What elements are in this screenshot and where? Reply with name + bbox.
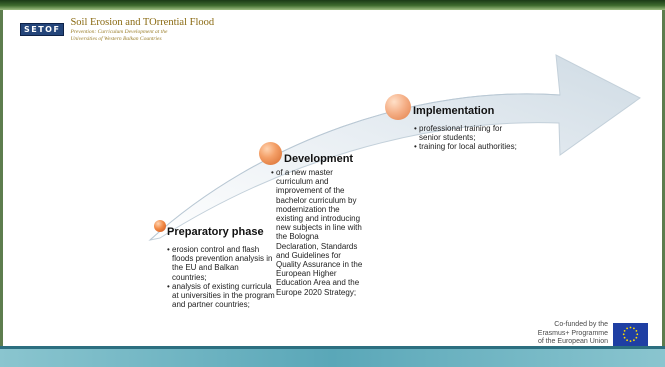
stage-1-bullets: • erosion control and flash floods preve… — [167, 245, 275, 309]
bullet-text: of a new master curriculum and improveme… — [276, 168, 363, 297]
arrow-shape — [148, 54, 641, 241]
bullet-text: erosion control and flash floods prevent… — [172, 245, 273, 282]
bullet-text: analysis of existing curricula at univer… — [172, 281, 275, 310]
bullet-dot-icon: • — [167, 245, 170, 254]
logo-box: SETOF — [20, 23, 65, 36]
stage-1-title: Preparatory phase — [167, 226, 264, 238]
logo-subtitle-2: Universities of Western Balkan Countries — [70, 35, 162, 42]
stage-3-bullets: • professional training for senior stude… — [414, 124, 518, 152]
bullet-dot-icon: • — [414, 124, 417, 133]
stage-2-orb — [259, 142, 282, 165]
setof-logo: SETOF Soil Erosion and TOrrential Flood … — [20, 17, 215, 43]
bullet-dot-icon: • — [167, 281, 170, 291]
stage-3-title: Implementation — [413, 105, 495, 117]
erasmus-line-2: Erasmus+ Programme — [537, 329, 608, 337]
logo-title: Soil Erosion and TOrrential Flood — [70, 17, 215, 28]
bullet-text: professional training for senior student… — [419, 124, 503, 143]
stage-1-bullet-1: • erosion control and flash floods preve… — [167, 245, 275, 282]
frame-right-border — [662, 10, 665, 349]
logo-text: Soil Erosion and TOrrential Flood Preven… — [70, 17, 215, 43]
stage-2-title: Development — [284, 153, 354, 165]
logo-subtitle-1: Prevention: Curriculum Development at th… — [70, 28, 168, 35]
frame-left-border — [0, 10, 3, 349]
bullet-dot-icon: • — [271, 168, 274, 177]
header-band — [0, 0, 665, 10]
stage-1-bullet-2: • analysis of existing curricula at univ… — [167, 282, 275, 310]
eu-stars-icon — [622, 326, 639, 342]
stage-3-bullet-1: • professional training for senior stude… — [414, 124, 518, 142]
stage-2-bullet-1: • of a new master curriculum and improve… — [271, 168, 363, 297]
arrow-edge-highlight — [149, 93, 561, 241]
stage-3-orb — [385, 94, 411, 120]
erasmus-line-1: Co-funded by the — [554, 321, 608, 328]
stage-1-orb — [154, 220, 166, 232]
erasmus-cofunded-text: Co-funded by the Erasmus+ Programme of t… — [508, 321, 608, 347]
footer-band — [0, 349, 665, 367]
bullet-text: training for local authorities; — [419, 142, 517, 152]
stage-2-bullets: • of a new master curriculum and improve… — [271, 168, 363, 297]
bullet-dot-icon: • — [414, 142, 417, 152]
footer-divider — [0, 346, 665, 349]
eu-flag-icon — [613, 323, 648, 346]
erasmus-line-3: of the European Union — [537, 338, 608, 345]
stage-3-bullet-2: • training for local authorities; — [414, 142, 518, 151]
